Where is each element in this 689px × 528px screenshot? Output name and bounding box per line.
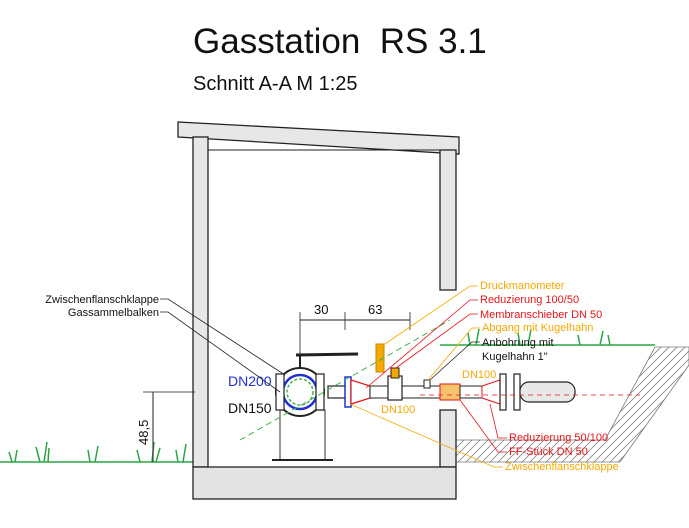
dim-48-5: 48,5 — [136, 420, 151, 445]
label-druckmanometer: Druckmanometer — [480, 280, 565, 292]
drawing-subtitle: Schnitt A-A M 1:25 — [193, 73, 358, 95]
label-abgang-kugelhahn: Abgang mit Kugelhahn — [482, 322, 593, 334]
label-kugelhahn-1: Kugelhahn 1" — [482, 351, 548, 363]
label-anbohrung: Anbohrung mit — [482, 337, 554, 349]
dimension-lines: 30 63 48,5 — [136, 302, 411, 462]
ground-left — [0, 441, 195, 463]
label-membranschieber: Membranschieber DN 50 — [480, 309, 602, 321]
callouts-bottom: Reduzierung 50/100 FF-Stück DN 50 Zwisch… — [349, 399, 619, 473]
label-dn150: DN150 — [228, 400, 272, 416]
label-gassammelbalken: Gassammelbalken — [68, 307, 159, 319]
label-ff-stueck: FF-Stück DN 50 — [509, 446, 588, 458]
label-zwischenflanschklappe-bottom: Zwischenflanschklappe — [505, 461, 619, 473]
callouts-right: Druckmanometer Reduzierung 100/50 Membra… — [365, 280, 602, 389]
label-zwischenflanschklappe: Zwischenflanschklappe — [45, 294, 159, 306]
label-dn100-bottom: DN100 — [381, 404, 415, 416]
label-reduzierung-100-50: Reduzierung 100/50 — [480, 294, 579, 306]
callouts-left: Zwischenflanschklappe Gassammelbalken — [45, 294, 286, 393]
label-dn100-right: DN100 — [462, 369, 496, 381]
dim-30: 30 — [314, 302, 328, 317]
label-dn200: DN200 — [228, 373, 272, 389]
label-reduzierung-50-100: Reduzierung 50/100 — [509, 432, 608, 444]
dim-63: 63 — [368, 302, 382, 317]
pipe-run — [239, 319, 640, 441]
drawing-title: Gasstation RS 3.1 — [193, 22, 487, 61]
ground-right — [440, 328, 689, 463]
building — [177, 121, 460, 500]
